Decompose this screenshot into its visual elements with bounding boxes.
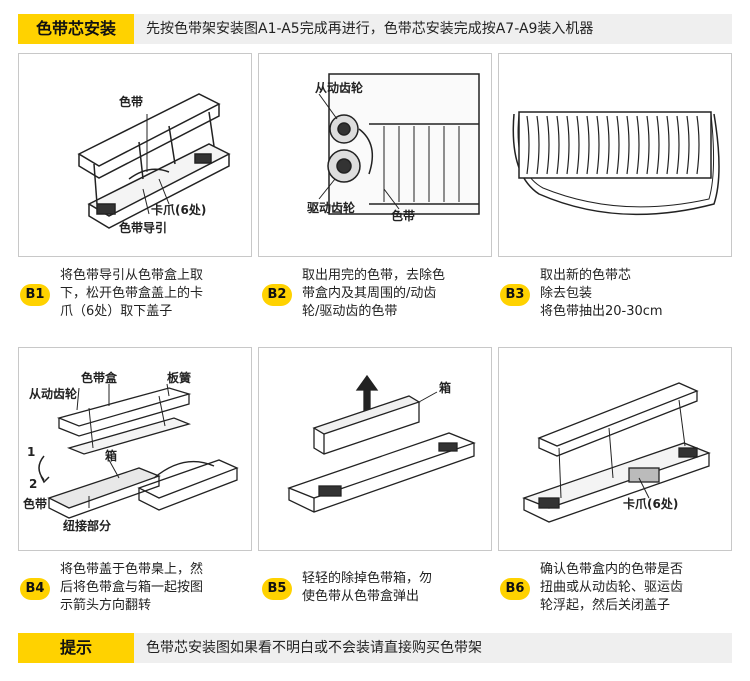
b3-illustration bbox=[512, 111, 720, 216]
step-b4-line-2: 后将色带盒与箱一起按图 bbox=[60, 580, 204, 595]
b1-illustration: 色带 卡爪(6处) 色带导引 bbox=[77, 93, 231, 235]
step-badge-b6: B6 bbox=[500, 578, 530, 600]
step-b3-line-1: 取出新的色带芯 bbox=[540, 268, 632, 283]
step-badge-b3: B3 bbox=[500, 284, 530, 306]
b4-label-box: 箱 bbox=[105, 448, 117, 463]
step-badge-b5: B5 bbox=[262, 578, 292, 600]
step-b4-line-3: 示箭头方向翻转 bbox=[60, 598, 152, 613]
b4-label-twist-part: 纽接部分 bbox=[63, 518, 111, 533]
step-b2-line-2: 带盒内及其周围的/动齿 bbox=[302, 286, 437, 301]
b4-label-spring: 板簧 bbox=[167, 370, 191, 385]
step-b1-line-3: 爪（6处）取下盖子 bbox=[60, 304, 173, 319]
step-text-b3: 取出新的色带芯 除去包装 将色带抽出20-30cm bbox=[540, 267, 720, 321]
tip-bar: 提示 色带芯安装图如果看不明白或不会装请直接购买色带架 bbox=[18, 633, 732, 663]
panel-b5: 箱 bbox=[258, 347, 492, 551]
step-badge-b1: B1 bbox=[20, 284, 50, 306]
b2-label-ribbon: 色带 bbox=[391, 208, 415, 223]
panel-b6: 卡爪(6处) bbox=[498, 347, 732, 551]
b1-label-ribbon: 色带 bbox=[119, 94, 143, 109]
b1-label-claws: 卡爪(6处) bbox=[151, 202, 206, 217]
step-text-b5: 轻轻的除掉色带箱，勿 使色带从色带盒弹出 bbox=[302, 570, 482, 606]
b4-illustration: 色带盒 板簧 从动齿轮 箱 色带 纽接部分 1 2 bbox=[23, 370, 239, 533]
b4-label-ribbon: 色带 bbox=[23, 496, 47, 511]
tip-tag: 提示 bbox=[18, 633, 134, 663]
step-text-b1: 将色带导引从色带盒上取 下，松开色带盒盖上的卡 爪（6处）取下盖子 bbox=[60, 267, 240, 321]
tip-text: 色带芯安装图如果看不明白或不会装请直接购买色带架 bbox=[146, 640, 482, 656]
b6-label-claws: 卡爪(6处) bbox=[623, 496, 678, 511]
b4-label-arrow-1: 1 bbox=[27, 445, 35, 459]
step-b1-line-1: 将色带导引从色带盒上取 bbox=[60, 268, 204, 283]
b6-illustration: 卡爪(6处) bbox=[522, 382, 711, 523]
step-text-b6: 确认色带盒内的色带是否 扭曲或从动齿轮、驱运齿 轮浮起，然后关闭盖子 bbox=[540, 561, 720, 615]
header-tag: 色带芯安装 bbox=[18, 14, 134, 44]
panel-b2: 从动齿轮 驱动齿轮 色带 bbox=[258, 53, 492, 257]
b4-label-arrow-2: 2 bbox=[29, 477, 37, 491]
b2-illustration: 从动齿轮 驱动齿轮 色带 bbox=[307, 73, 480, 223]
b2-label-driven-gear: 从动齿轮 bbox=[315, 80, 364, 95]
b5-label-box: 箱 bbox=[439, 380, 451, 395]
b2-label-drive-gear: 驱动齿轮 bbox=[307, 200, 356, 215]
step-b6-line-3: 轮浮起，然后关闭盖子 bbox=[540, 598, 671, 613]
panel-b3 bbox=[498, 53, 732, 257]
step-b2-line-1: 取出用完的色带，去除色 bbox=[302, 268, 446, 283]
step-b5-line-2: 使色带从色带盒弹出 bbox=[302, 589, 420, 604]
step-b3-line-3: 将色带抽出20-30cm bbox=[540, 304, 663, 319]
step-text-b2: 取出用完的色带，去除色 带盒内及其周围的/动齿 轮/驱动齿的色带 bbox=[302, 267, 482, 321]
b4-label-cartridge: 色带盒 bbox=[81, 370, 118, 385]
step-b6-line-2: 扭曲或从动齿轮、驱运齿 bbox=[540, 580, 684, 595]
step-b3-line-2: 除去包装 bbox=[540, 286, 593, 301]
step-badge-b4: B4 bbox=[20, 578, 50, 600]
header-bar: 色带芯安装 先按色带架安装图A1-A5完成再进行，色带芯安装完成按A7-A9装入… bbox=[18, 14, 732, 44]
b4-label-driven-gear: 从动齿轮 bbox=[29, 386, 78, 401]
step-b1-line-2: 下，松开色带盒盖上的卡 bbox=[60, 286, 204, 301]
panel-b4: 色带盒 板簧 从动齿轮 箱 色带 纽接部分 1 2 bbox=[18, 347, 252, 551]
step-badge-b2: B2 bbox=[262, 284, 292, 306]
step-b2-line-3: 轮/驱动齿的色带 bbox=[302, 304, 398, 319]
step-b5-line-1: 轻轻的除掉色带箱，勿 bbox=[302, 571, 433, 586]
panel-b1: 色带 卡爪(6处) 色带导引 bbox=[18, 53, 252, 257]
step-text-b4: 将色带盖于色带臬上，然 后将色带盒与箱一起按图 示箭头方向翻转 bbox=[60, 561, 240, 615]
step-b6-line-1: 确认色带盒内的色带是否 bbox=[540, 562, 684, 577]
b5-illustration: 箱 bbox=[287, 374, 476, 513]
header-text: 先按色带架安装图A1-A5完成再进行，色带芯安装完成按A7-A9装入机器 bbox=[146, 21, 594, 37]
b1-label-guide: 色带导引 bbox=[119, 220, 167, 235]
step-b4-line-1: 将色带盖于色带臬上，然 bbox=[60, 562, 204, 577]
